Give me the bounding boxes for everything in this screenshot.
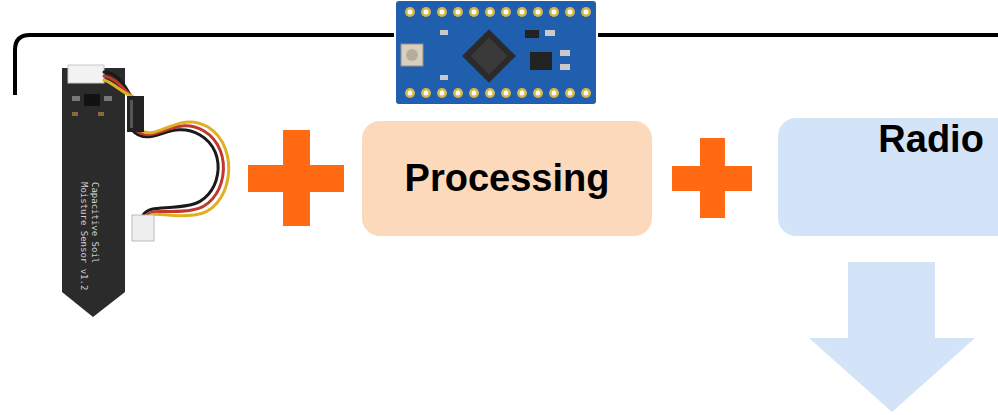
board-component [530,52,552,70]
sensor-component [98,112,104,116]
plus-sign [672,138,752,218]
pin-row [405,7,591,17]
microcontroller-board [395,0,597,105]
cable-wire [140,122,229,216]
soil-sensor [62,65,125,317]
cable-header [127,96,144,132]
cable-header [130,100,133,128]
sensor-cable [104,72,229,216]
plus-sign [248,130,344,226]
board-component [560,64,570,70]
board-component [440,75,448,80]
reset-button [401,44,423,66]
pin-row [405,88,591,98]
board-component [440,30,448,35]
sensor-component [72,96,80,101]
board-component [560,50,570,56]
sensor-print: Capacitive Soil Moisture Sensor v1.2 [78,182,100,294]
sensor-chip [84,94,100,106]
reset-button [406,49,418,61]
sensor-component [104,96,112,101]
radio-box: Radio [778,118,998,236]
sensor-component [72,112,78,116]
box-label: Radio [878,118,984,161]
plus-bar [700,138,725,218]
box-label: Processing [405,157,610,200]
board-pcb [395,0,597,105]
board-component [525,30,539,38]
down-arrow [809,262,975,412]
sensor-body [62,68,125,317]
board-component [545,30,555,36]
mcu-chip [471,38,508,75]
cable-connector [132,215,154,241]
cable-wire [136,126,223,215]
sensor-connector [68,65,104,83]
plus-bar [283,130,310,226]
process-box: Processing [362,121,652,236]
cable-wire [132,130,218,215]
mcu-chip [462,29,516,83]
